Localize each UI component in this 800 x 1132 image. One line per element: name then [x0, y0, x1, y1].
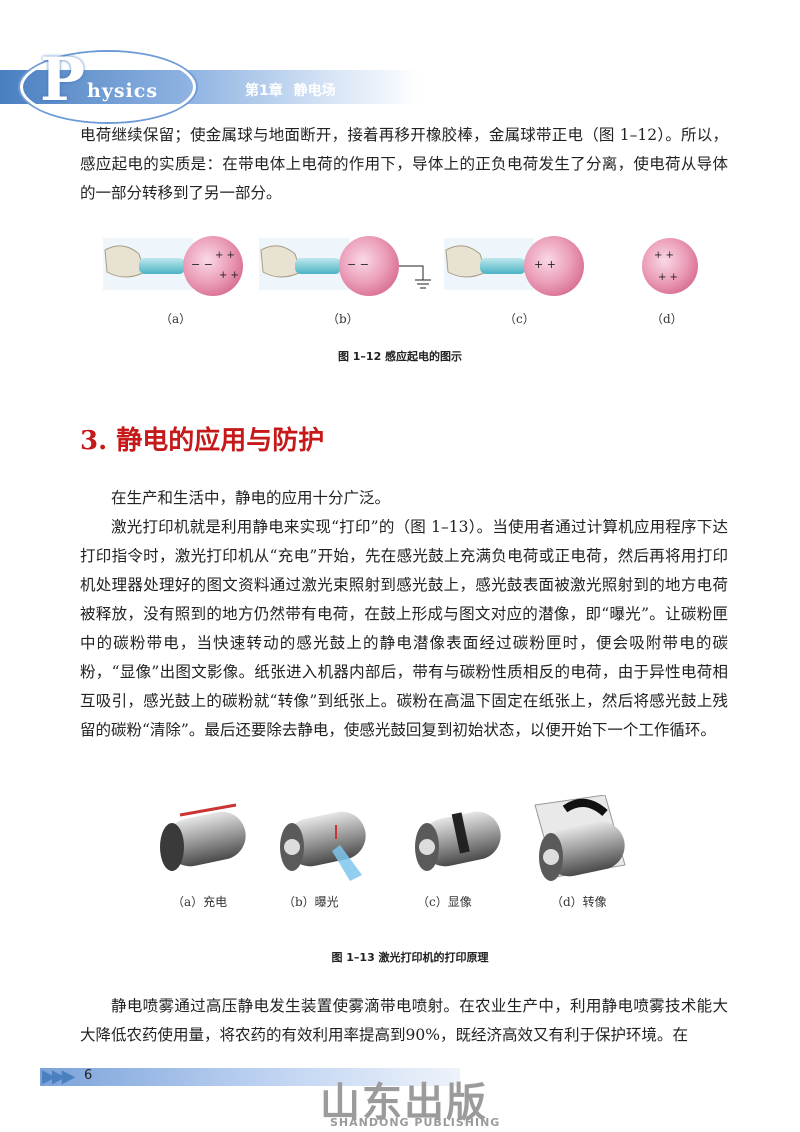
fig12-panel-c: + +	[444, 236, 584, 296]
figure-1-12-illustration: − − + + + + − − + + + + + +	[103, 236, 698, 296]
svg-text:+ +: + +	[658, 272, 678, 283]
fig13-drum-transfer	[534, 795, 626, 881]
fig12-panel-b: − −	[259, 236, 431, 296]
svg-text:− −: − −	[191, 258, 213, 271]
svg-text:+ +: + +	[219, 270, 239, 281]
fig12-label-d: （d）	[651, 312, 683, 326]
fig13-label-transfer: （d）转像	[551, 895, 607, 909]
footer-band	[40, 1068, 460, 1086]
footer-arrows-icon: ▶▶▶	[42, 1066, 75, 1087]
paragraph-applications: 在生产和生活中，静电的应用十分广泛。	[111, 489, 391, 507]
header-brand-initial: P	[40, 45, 86, 115]
paragraph-induction: 电荷继续保留；使金属球与地面断开，接着再移开橡胶棒，金属球带正电（图 1–12）…	[80, 126, 728, 202]
header-ring-decoration	[20, 52, 196, 122]
fig13-label-developing: （c）显像	[417, 895, 472, 909]
figure-1-13-illustration	[160, 795, 626, 881]
paragraph-laser-printer: 激光打印机就是利用静电来实现“打印”的（图 1–13）。当使用者通过计算机应用程…	[80, 518, 728, 739]
svg-text:− −: − −	[347, 258, 369, 271]
watermark-publisher-cn: 山东出版	[320, 1079, 488, 1126]
fig12-panel-d: + + + +	[642, 238, 698, 294]
fig13-drum-developing	[415, 811, 501, 871]
fig12-label-a: （a）	[160, 312, 192, 326]
fig13-label-exposure: （b）曝光	[283, 895, 339, 909]
figure-1-12-caption: 图 1–12 感应起电的图示	[337, 350, 463, 363]
fig13-drum-charging	[160, 803, 246, 871]
header-brand-text: hysics	[87, 80, 159, 102]
page-number: 6	[84, 1068, 93, 1083]
fig12-label-c: （c）	[504, 312, 535, 326]
watermark-publisher-en: SHANDONG PUBLISHING	[330, 1116, 501, 1129]
header-chapter-title: 第1章 静电场	[245, 83, 336, 99]
fig12-label-b: （b）	[327, 312, 359, 326]
fig13-label-charging: （a）充电	[172, 895, 228, 909]
figure-1-13-caption: 图 1–13 激光打印机的打印原理	[331, 951, 489, 964]
fig13-drum-exposure	[280, 811, 366, 881]
fig12-panel-a: − − + + + +	[103, 236, 243, 296]
section-title: 3. 静电的应用与防护	[80, 426, 325, 456]
svg-text:+ +: + +	[654, 250, 674, 261]
paragraph-electrostatic-spray: 静电喷雾通过高压静电发生装置使雾滴带电喷射。在农业生产中，利用静电喷雾技术能大大…	[80, 997, 728, 1044]
svg-text:+ +: + +	[534, 258, 556, 271]
svg-text:+ +: + +	[215, 250, 235, 261]
